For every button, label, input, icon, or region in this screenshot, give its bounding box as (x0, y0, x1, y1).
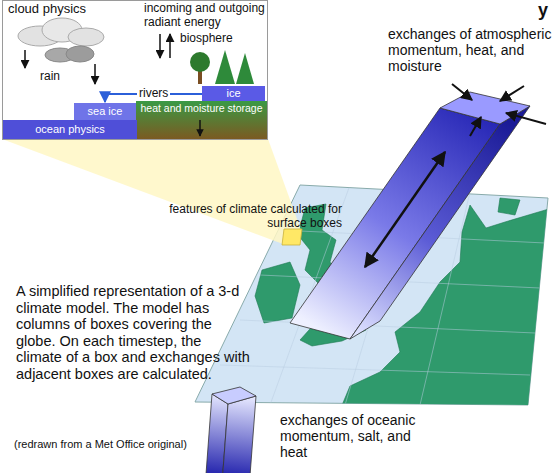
box-text: ocean physics (35, 123, 105, 136)
label-holder: exchanges of atmospheric momentum, heat,… (388, 26, 552, 74)
clouds (18, 18, 104, 62)
inset-panel: cloud physics incoming and outgoing radia… (2, 0, 268, 140)
panel-text: cloud physics (8, 2, 128, 17)
storage-box: heat and moisture storage (136, 101, 267, 139)
surface-note: features of climate calculated for surfa… (160, 203, 342, 231)
edge-label: rivers (137, 87, 170, 101)
label-holder: exchanges of oceanic momentum, salt, and… (280, 412, 430, 460)
label-holder: features of climate calculated for surfa… (160, 203, 342, 231)
box-text: sea ice (88, 105, 123, 118)
label-holder: y (538, 0, 554, 21)
trees (190, 50, 254, 84)
text-holder: rain (40, 70, 84, 84)
ireland (255, 262, 300, 323)
sea-ice-box: sea ice (74, 103, 136, 120)
atmosphere-label: exchanges of atmospheric momentum, heat,… (388, 26, 552, 74)
box-text: heat and moisture storage (141, 102, 263, 115)
panel-text: rain (40, 70, 84, 84)
horizontal-exchange-arrows (452, 84, 546, 136)
storage-arrow (199, 120, 201, 136)
caption-holder: (redrawn from a Met Office original) (14, 438, 214, 451)
rain-arrows (25, 50, 95, 84)
label-holder: A simplified representation of a 3-d cli… (16, 283, 250, 382)
text-holder: incoming and outgoing radiant energy (144, 2, 268, 30)
radiant-arrows (160, 34, 170, 58)
ocean-column (206, 387, 256, 473)
edge-label-holder: rivers (137, 87, 170, 101)
projection-fan (2, 139, 301, 244)
vertical-exchange-arrow (365, 152, 445, 267)
surface-box (282, 229, 302, 245)
title-fragment: y (538, 0, 554, 21)
panel-text: incoming and outgoing radiant energy (144, 2, 268, 30)
text-holder: biosphere (180, 32, 264, 46)
inset-frame (3, 1, 268, 140)
text-holder: cloud physics (8, 2, 128, 17)
description-text: A simplified representation of a 3-d cli… (16, 283, 250, 382)
ocean-physics-box: ocean physics (3, 120, 137, 139)
ocean-label: exchanges of oceanic momentum, salt, and… (280, 412, 430, 460)
panel-text: biosphere (180, 32, 264, 46)
ice-box: ice (202, 86, 265, 102)
caption: (redrawn from a Met Office original) (14, 438, 214, 451)
box-text: ice (226, 87, 240, 100)
scandinavia (498, 198, 520, 215)
